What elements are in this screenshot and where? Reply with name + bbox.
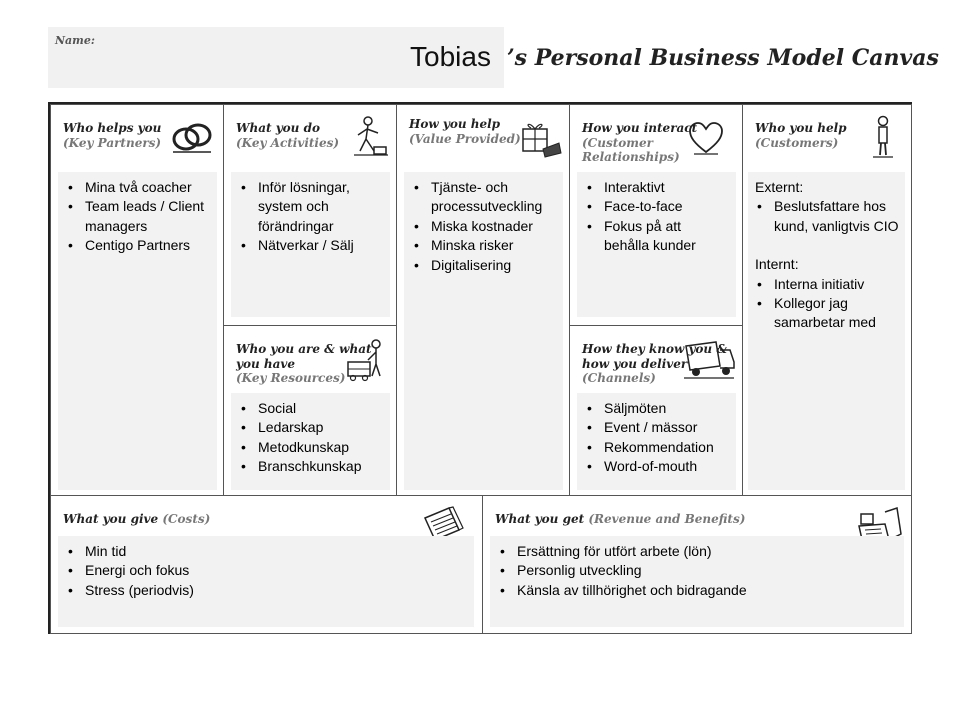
key-activities-section: What you do (Key Activities) Inför lösni…: [223, 104, 397, 326]
business-model-canvas: Who helps you (Key Partners) Mina två co…: [48, 102, 912, 634]
list-item: Miska kostnader: [412, 217, 557, 237]
revenue-section: What you get (Revenue and Benefits) Ersä…: [482, 495, 912, 634]
list-item: Ledarskap: [239, 418, 384, 438]
list-item: Mina två coacher: [66, 178, 211, 198]
list-item: Min tid: [66, 542, 468, 562]
list-item: Kollegor jag samarbetar med: [755, 294, 899, 333]
list-item: Word-of-mouth: [585, 457, 730, 477]
value-provided-content[interactable]: Tjänste- och processutvecklingMiska kost…: [404, 172, 563, 490]
customers-external-list: Beslutsfattare hos kund, vanligtvis CIO: [755, 197, 899, 236]
costs-content[interactable]: Min tidEnergi och fokusStress (periodvis…: [58, 536, 474, 627]
customers-external-heading: Externt:: [755, 179, 804, 195]
key-resources-section: Who you are & what you have (Key Resourc…: [223, 325, 397, 496]
heart-icon: [689, 122, 723, 155]
key-activities-list: Inför lösningar, system och förändringar…: [239, 178, 384, 256]
key-partners-list: Mina två coacherTeam leads / Client mana…: [66, 178, 211, 256]
revenue-list: Ersättning för utfört arbete (lön)Person…: [498, 542, 898, 601]
customer-relationships-subtitle: (Customer Relationships): [582, 135, 680, 165]
list-item: Ersättning för utfört arbete (lön): [498, 542, 898, 562]
list-item: Säljmöten: [585, 399, 730, 419]
customers-title: Who you help (Customers): [755, 121, 847, 150]
customers-content[interactable]: Externt: Beslutsfattare hos kund, vanlig…: [748, 172, 905, 490]
list-item: Centigo Partners: [66, 236, 211, 256]
costs-subtitle: (Costs): [162, 512, 211, 526]
costs-list: Min tidEnergi och fokusStress (periodvis…: [66, 542, 468, 601]
list-item: Social: [239, 399, 384, 419]
list-item: Stress (periodvis): [66, 581, 468, 601]
revenue-title: What you get (Revenue and Benefits): [495, 512, 746, 526]
customers-internal-list: Interna initiativKollegor jag samarbetar…: [755, 275, 899, 333]
list-item: Minska risker: [412, 236, 557, 256]
list-item: Nätverkar / Sälj: [239, 236, 384, 256]
list-item: Rekommendation: [585, 438, 730, 458]
customers-internal-heading: Internt:: [755, 256, 799, 273]
name-value[interactable]: Tobias: [410, 41, 491, 72]
list-item: Fokus på att behålla kunder: [585, 217, 730, 256]
value-provided-list: Tjänste- och processutvecklingMiska kost…: [412, 178, 557, 275]
standing-person-icon: [873, 115, 893, 158]
channels-list: SäljmötenEvent / mässorRekommendationWor…: [585, 399, 730, 477]
customer-relationships-list: InteraktivtFace-to-faceFokus på att behå…: [585, 178, 730, 256]
list-item: Beslutsfattare hos kund, vanligtvis CIO: [755, 197, 899, 236]
key-activities-title: What you do (Key Activities): [236, 121, 340, 150]
key-partners-section: Who helps you (Key Partners) Mina två co…: [50, 104, 224, 496]
customer-relationships-title: How you interact (Customer Relationships…: [582, 121, 742, 165]
revenue-subtitle: (Revenue and Benefits): [588, 512, 746, 526]
list-item: Face-to-face: [585, 197, 730, 217]
costs-section: What you give (Costs) Min tidEnergi och …: [50, 495, 483, 634]
customers-section: Who you help (Customers) Externt: Beslut…: [742, 104, 912, 496]
customer-relationships-section: How you interact (Customer Relationships…: [569, 104, 743, 326]
name-label: Name:: [55, 34, 95, 47]
value-provided-section: How you help (Value Provided) Tjänste- o…: [396, 104, 570, 496]
list-item: Digitalisering: [412, 256, 557, 276]
channels-subtitle: (Channels): [582, 371, 656, 385]
channels-section: How they know you & how you deliver (Cha…: [569, 325, 743, 496]
key-resources-subtitle: (Key Resources): [236, 371, 346, 385]
key-partners-subtitle: (Key Partners): [63, 135, 162, 150]
list-item: Känsla av tillhörighet och bidragande: [498, 581, 898, 601]
list-item: Event / mässor: [585, 418, 730, 438]
channels-content[interactable]: SäljmötenEvent / mässorRekommendationWor…: [577, 393, 736, 490]
truck-icon: [684, 341, 735, 379]
key-resources-content[interactable]: SocialLedarskapMetodkunskapBranschkunska…: [231, 393, 390, 490]
list-item: Energi och fokus: [66, 561, 468, 581]
key-partners-title: Who helps you (Key Partners): [63, 121, 162, 150]
rings-icon: [172, 123, 212, 153]
list-item: Interaktivt: [585, 178, 730, 198]
customer-relationships-content[interactable]: InteraktivtFace-to-faceFokus på att behå…: [577, 172, 736, 317]
revenue-content[interactable]: Ersättning för utfört arbete (lön)Person…: [490, 536, 904, 627]
gift-icon: [522, 123, 562, 158]
list-item: Branschkunskap: [239, 457, 384, 477]
list-item: Team leads / Client managers: [66, 197, 211, 236]
worker-icon: [354, 116, 388, 156]
value-provided-title: How you help (Value Provided): [409, 117, 521, 146]
key-resources-list: SocialLedarskapMetodkunskapBranschkunska…: [239, 399, 384, 477]
value-provided-subtitle: (Value Provided): [409, 131, 521, 146]
key-partners-content[interactable]: Mina två coacherTeam leads / Client mana…: [58, 172, 217, 490]
customers-subtitle: (Customers): [755, 135, 839, 150]
costs-title: What you give (Costs): [63, 512, 211, 526]
list-item: Interna initiativ: [755, 275, 899, 295]
list-item: Metodkunskap: [239, 438, 384, 458]
key-resources-title: Who you are & what you have (Key Resourc…: [236, 342, 396, 386]
name-field[interactable]: Name: Tobias: [48, 27, 504, 88]
list-item: Inför lösningar, system och förändringar: [239, 178, 384, 236]
list-item: Tjänste- och processutveckling: [412, 178, 557, 217]
list-item: Personlig utveckling: [498, 561, 898, 581]
canvas-title: ’s Personal Business Model Canvas: [507, 45, 939, 71]
key-activities-content[interactable]: Inför lösningar, system och förändringar…: [231, 172, 390, 317]
key-activities-subtitle: (Key Activities): [236, 135, 340, 150]
person-with-crate-icon: [347, 339, 381, 382]
